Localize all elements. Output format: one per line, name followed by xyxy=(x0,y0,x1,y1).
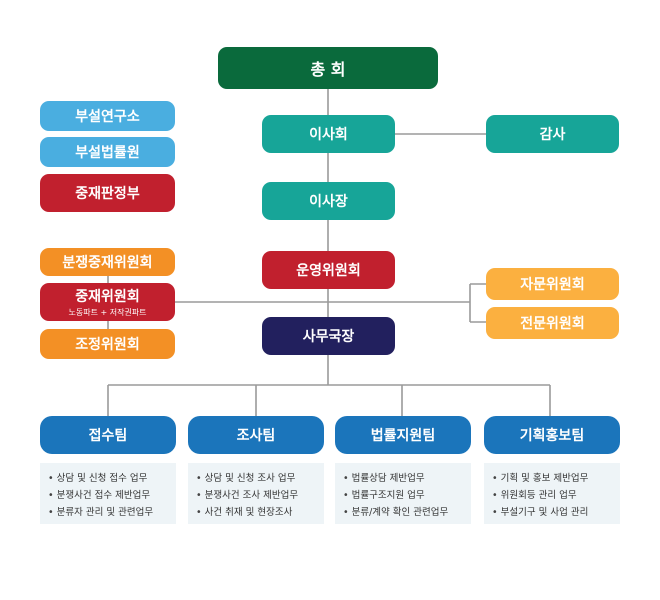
arbitral-tribunal-box: 중재판정부 xyxy=(40,174,175,212)
secretariat-box: 사무국장 xyxy=(262,317,395,355)
arbitration-committee-box: 중재위원회 노동파트 + 저작권파트 xyxy=(40,283,175,321)
duty-item: 상담 및 신청 조사 업무 xyxy=(196,470,324,487)
secretariat-label: 사무국장 xyxy=(302,329,355,345)
duty-item: 사건 취재 및 현장조사 xyxy=(196,504,324,521)
research-institute-label: 부설연구소 xyxy=(75,109,140,125)
duties-reception: 상담 및 신청 접수 업무 분쟁사건 접수 제반업무 분류자 관리 및 관련업무 xyxy=(40,463,176,524)
team-label: 기획홍보팀 xyxy=(519,428,585,444)
team-label: 법률지원팀 xyxy=(370,428,436,444)
advisory-committee-box: 자문위원회 xyxy=(486,268,619,300)
team-box-legal-support: 법률지원팀 xyxy=(335,416,471,454)
team-box-reception: 접수팀 xyxy=(40,416,176,454)
duty-item: 분쟁사건 접수 제반업무 xyxy=(48,487,176,504)
arbitration-committee-sublabel: 노동파트 + 저작권파트 xyxy=(68,308,147,317)
research-institute-box: 부설연구소 xyxy=(40,101,175,131)
duty-item: 위원회등 관리 업무 xyxy=(492,487,620,504)
mediation-committee-box: 조정위원회 xyxy=(40,329,175,359)
arbitral-tribunal-label: 중재판정부 xyxy=(75,186,140,202)
duty-item: 법률상담 제반업무 xyxy=(343,470,471,487)
chair-box: 이사장 xyxy=(262,182,395,220)
board-label: 이사회 xyxy=(309,127,348,143)
board-box: 이사회 xyxy=(262,115,395,153)
duties-investigation: 상담 및 신청 조사 업무 분쟁사건 조사 제반업무 사건 취재 및 현장조사 xyxy=(188,463,324,524)
duties-legal-support: 법률상담 제반업무 법률구조지원 업무 분류/계약 확인 관련업무 xyxy=(335,463,471,524)
team-label: 조사팀 xyxy=(236,428,276,444)
legal-center-box: 부설법률원 xyxy=(40,137,175,167)
duty-item: 부설기구 및 사업 관리 xyxy=(492,504,620,521)
duty-item: 상담 및 신청 접수 업무 xyxy=(48,470,176,487)
audit-label: 감사 xyxy=(539,127,566,143)
general-assembly-label: 총 회 xyxy=(310,60,346,79)
general-assembly-box: 총 회 xyxy=(218,47,438,89)
mediation-committee-label: 조정위원회 xyxy=(75,337,140,353)
duty-item: 분류자 관리 및 관련업무 xyxy=(48,504,176,521)
duty-item: 기획 및 홍보 제반업무 xyxy=(492,470,620,487)
duty-item: 법률구조지원 업무 xyxy=(343,487,471,504)
steering-committee-box: 운영위원회 xyxy=(262,251,395,289)
expert-committee-label: 전문위원회 xyxy=(520,316,585,332)
team-box-planning-pr: 기획홍보팀 xyxy=(484,416,620,454)
duty-item: 분류/계약 확인 관련업무 xyxy=(343,504,471,521)
legal-center-label: 부설법률원 xyxy=(75,145,140,161)
team-label: 접수팀 xyxy=(88,428,128,444)
chair-label: 이사장 xyxy=(309,194,348,210)
arbitration-committee-label: 중재위원회 xyxy=(75,289,140,305)
dispute-committee-box: 분쟁중재위원회 xyxy=(40,248,175,276)
expert-committee-box: 전문위원회 xyxy=(486,307,619,339)
steering-committee-label: 운영위원회 xyxy=(296,263,361,279)
audit-box: 감사 xyxy=(486,115,619,153)
team-box-investigation: 조사팀 xyxy=(188,416,324,454)
dispute-committee-label: 분쟁중재위원회 xyxy=(62,255,153,271)
advisory-committee-label: 자문위원회 xyxy=(520,277,585,293)
duties-planning-pr: 기획 및 홍보 제반업무 위원회등 관리 업무 부설기구 및 사업 관리 xyxy=(484,463,620,524)
duty-item: 분쟁사건 조사 제반업무 xyxy=(196,487,324,504)
